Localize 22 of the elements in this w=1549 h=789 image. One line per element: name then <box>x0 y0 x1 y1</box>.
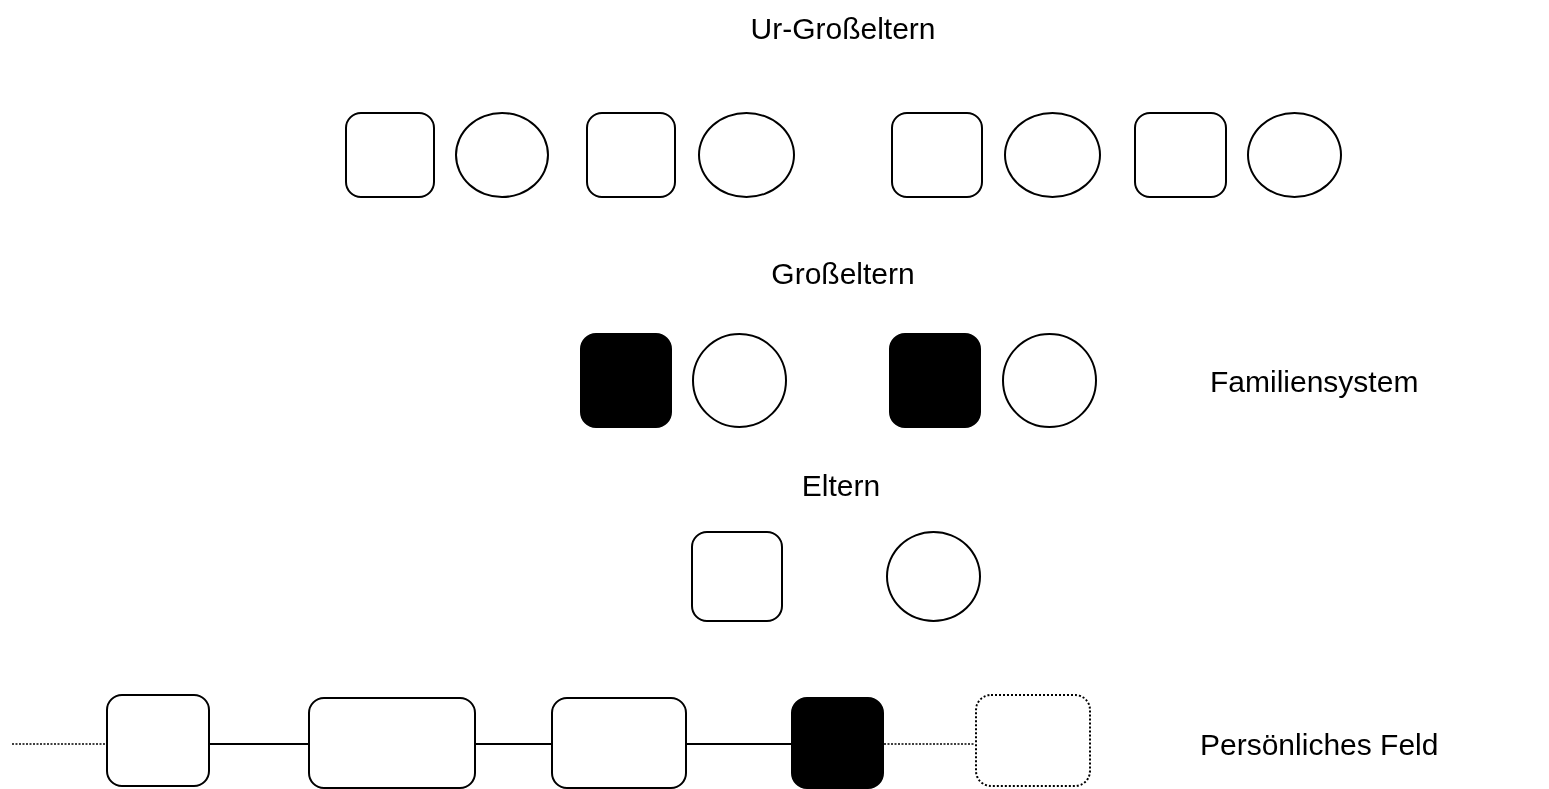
generation-label: Eltern <box>801 469 881 503</box>
generation-label: Familiensystem <box>1210 365 1419 399</box>
rounded-square-symbol <box>580 333 672 428</box>
generation-label: Persönliches Feld <box>1200 728 1439 762</box>
rounded-square-symbol <box>551 697 687 789</box>
generation-label: Ur-Großeltern <box>750 12 936 46</box>
rounded-square-symbol <box>791 697 884 789</box>
connector-line <box>883 743 976 745</box>
rounded-square-symbol <box>975 694 1091 787</box>
rounded-square-symbol <box>308 697 476 789</box>
connector-line <box>686 743 792 745</box>
generation-label: Großeltern <box>771 257 915 291</box>
rounded-square-symbol <box>889 333 981 428</box>
rounded-square-symbol <box>586 112 676 198</box>
rounded-square-symbol <box>891 112 983 198</box>
rounded-square-symbol <box>1134 112 1227 198</box>
rounded-square-symbol <box>345 112 435 198</box>
connector-line <box>475 743 552 745</box>
connector-line <box>209 743 309 745</box>
connector-line <box>11 743 107 745</box>
rounded-square-symbol <box>106 694 210 787</box>
rounded-square-symbol <box>691 531 783 622</box>
